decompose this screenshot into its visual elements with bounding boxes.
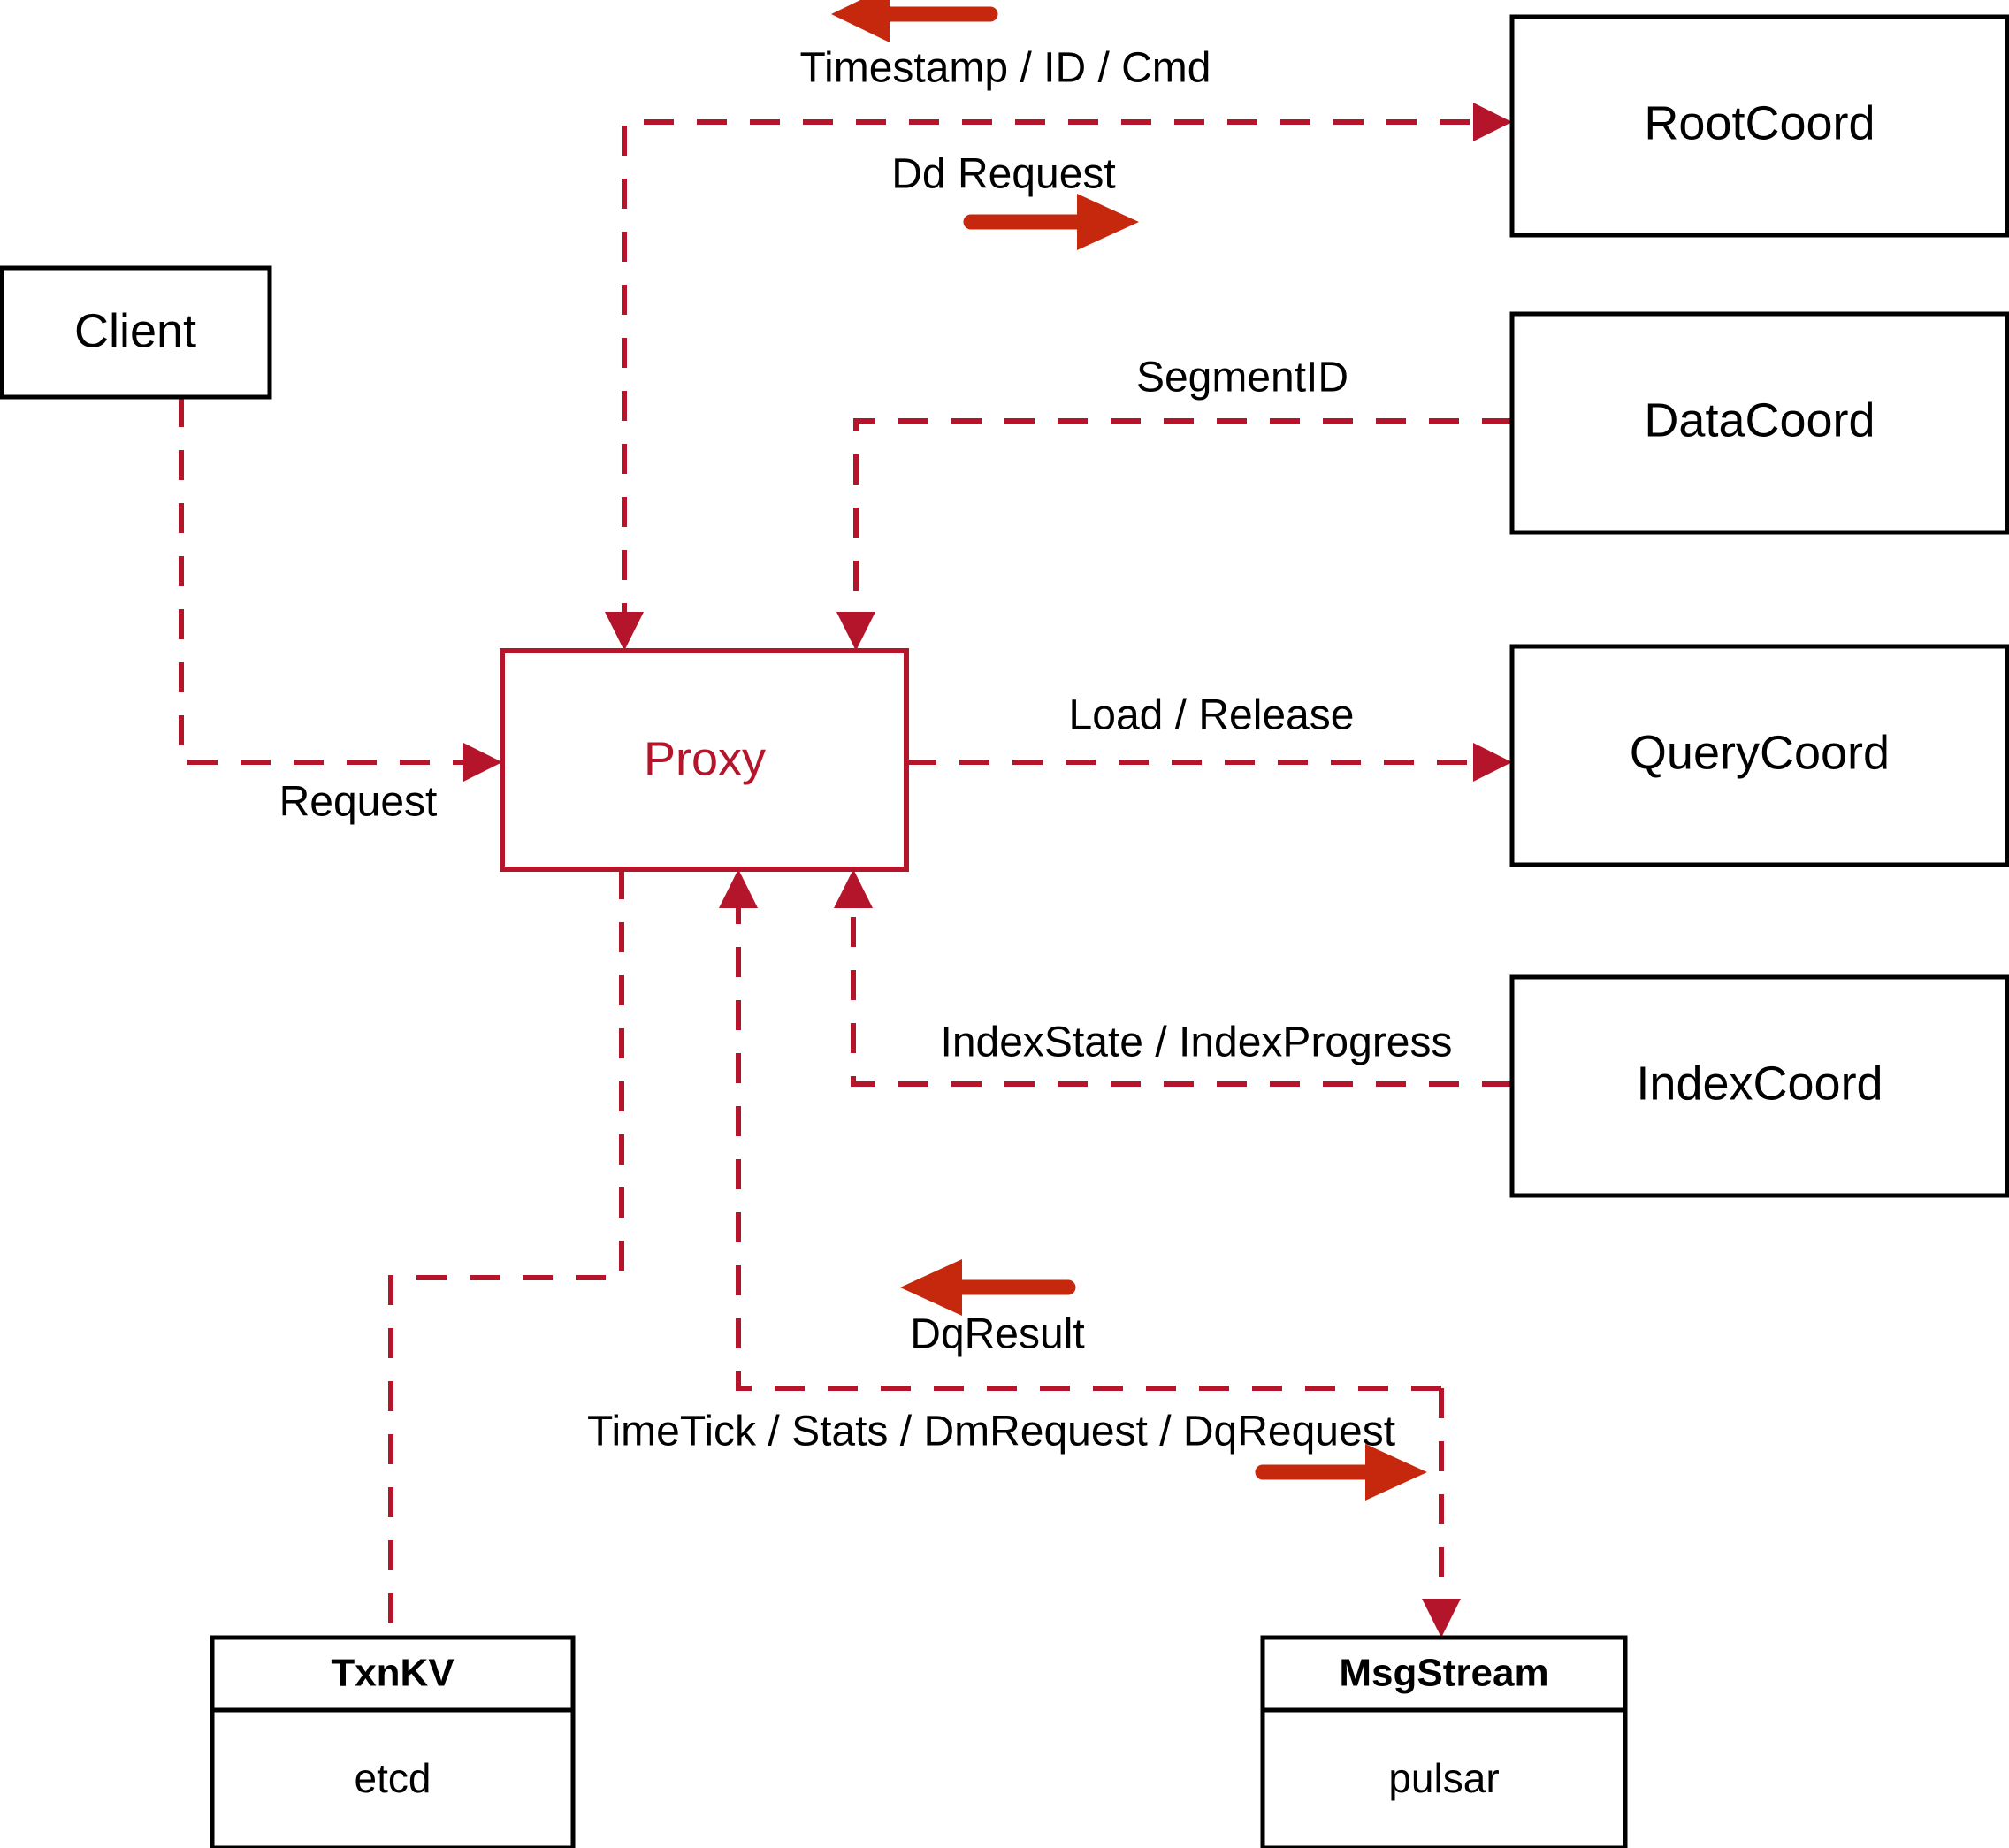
edge-label-dd-request: Dd Request <box>891 151 1115 198</box>
edge-label-layer: Request Timestamp / ID / Cmd Dd Request … <box>279 45 1453 1455</box>
edge-proxy-to-txnkv <box>388 869 624 1638</box>
edge-path <box>851 887 1512 1087</box>
node-proxy[interactable]: Proxy <box>500 648 909 872</box>
rootcoord-box[interactable] <box>1509 14 2009 238</box>
node-txnkv[interactable]: TxnKV etcd <box>210 1635 576 1848</box>
datacoord-label: DataCoord <box>1644 393 1875 447</box>
arrow-head <box>1077 194 1139 250</box>
node-datacoord[interactable]: DataCoord <box>1509 311 2009 535</box>
client-label: Client <box>74 304 196 357</box>
node-indexcoord[interactable]: IndexCoord <box>1509 974 2009 1198</box>
arrow-head <box>1365 1444 1427 1501</box>
edge-label-timetick-stats: TimeTick / Stats / DmRequest / DqRequest <box>587 1409 1395 1455</box>
node-msgstream[interactable]: MsgStream pulsar <box>1260 1635 1628 1848</box>
querycoord-label: QueryCoord <box>1630 726 1890 779</box>
indexcoord-box[interactable] <box>1509 974 2009 1198</box>
edge-path <box>179 397 485 765</box>
edge-label-indexstate: IndexState / IndexProgress <box>941 1019 1453 1066</box>
proxy-box[interactable] <box>500 648 909 872</box>
edge-layer <box>179 103 1512 1638</box>
proxy-label: Proxy <box>644 732 766 785</box>
edge-proxy-to-rootcoord <box>605 103 1512 651</box>
edge-indexcoord-to-proxy <box>834 869 1512 1087</box>
txnkv-header-label: TxnKV <box>331 1652 455 1695</box>
arrowhead-into-querycoord <box>1473 743 1512 782</box>
rootcoord-label: RootCoord <box>1644 96 1875 149</box>
node-rootcoord[interactable]: RootCoord <box>1509 14 2009 238</box>
node-layer: Client Proxy RootCoord DataCoord QueryCo… <box>0 14 2009 1848</box>
edge-datacoord-to-proxy <box>836 418 1512 651</box>
node-client[interactable]: Client <box>0 265 272 400</box>
edge-label-request: Request <box>279 779 438 826</box>
arrow-head <box>831 0 890 42</box>
txnkv-body-label: etcd <box>355 1755 432 1801</box>
arrowhead-into-msgstream <box>1422 1599 1461 1638</box>
querycoord-box[interactable] <box>1509 644 2009 867</box>
edge-path <box>622 119 1494 633</box>
msgstream-body-label: pulsar <box>1388 1755 1499 1801</box>
arrowhead-into-proxy-bottom-right <box>834 869 873 908</box>
edge-path <box>853 418 1512 633</box>
edge-path <box>388 869 624 1638</box>
arrowhead-into-proxy <box>463 743 502 782</box>
edge-path <box>736 887 1441 1391</box>
annotation-arrow-layer <box>831 0 1427 1501</box>
client-box[interactable] <box>0 265 272 400</box>
timestamp-direction-arrow <box>831 0 998 42</box>
ddrequest-direction-arrow <box>963 194 1139 250</box>
dqresult-direction-arrow <box>900 1259 1076 1316</box>
edge-label-dqresult: DqResult <box>910 1311 1084 1358</box>
arrowhead-into-proxy-top-right <box>836 612 875 651</box>
edge-label-timestamp-id-cmd: Timestamp / ID / Cmd <box>800 45 1211 92</box>
txnkv-box[interactable] <box>210 1635 576 1848</box>
arrowhead-into-proxy-top-left <box>605 612 644 651</box>
arrow-head <box>900 1259 962 1316</box>
edge-label-load-release: Load / Release <box>1069 692 1355 739</box>
indexcoord-label: IndexCoord <box>1636 1057 1883 1110</box>
datacoord-box[interactable] <box>1509 311 2009 535</box>
arrowhead-into-rootcoord <box>1473 103 1512 141</box>
node-querycoord[interactable]: QueryCoord <box>1509 644 2009 867</box>
edge-msgstream-to-proxy-dqresult <box>719 869 1441 1391</box>
arrowhead-into-proxy-bottom-mid <box>719 869 758 908</box>
msgstream-header-label: MsgStream <box>1339 1652 1548 1695</box>
edge-label-segmentid: SegmentID <box>1136 355 1348 401</box>
edge-proxy-to-msgstream <box>1422 1388 1461 1638</box>
edge-client-to-proxy <box>179 397 502 782</box>
msgstream-box[interactable] <box>1260 1635 1628 1848</box>
dqrequest-direction-arrow <box>1255 1444 1427 1501</box>
edge-proxy-to-querycoord <box>906 743 1512 782</box>
